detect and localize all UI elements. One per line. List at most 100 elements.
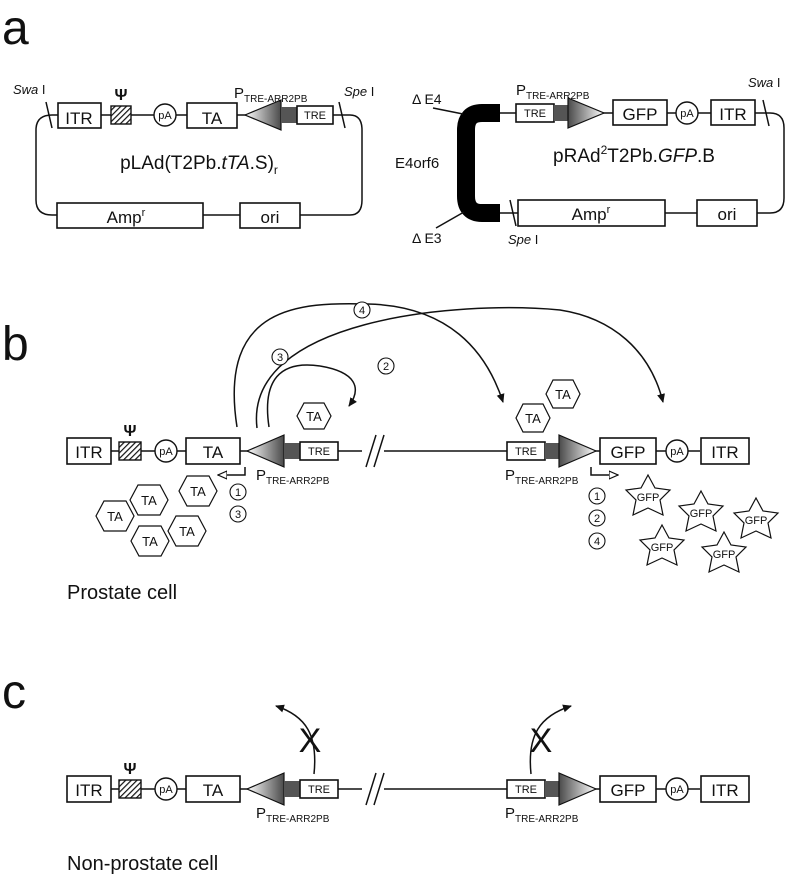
- tre-box: [299, 779, 339, 799]
- tre-box: [296, 105, 334, 125]
- itr-box: [700, 437, 750, 465]
- tre-box: [299, 441, 339, 461]
- ta-protein-label: TA: [555, 387, 571, 402]
- ori-box: [696, 199, 758, 227]
- step-number: 2: [594, 513, 600, 525]
- break-slash: [365, 772, 377, 806]
- psi-packaging-signal: [118, 779, 142, 799]
- gfp-protein-star: GFP: [732, 496, 780, 540]
- pa-label: pA: [159, 784, 173, 796]
- ta-protein-hexagon: TA: [178, 475, 218, 507]
- amp-resistance-box: [56, 202, 204, 229]
- pa-label: pA: [158, 110, 172, 122]
- gfp-protein-label: GFP: [690, 508, 713, 520]
- break-slash: [373, 434, 385, 468]
- promoter-core: [554, 105, 568, 121]
- right-plasmid-name: pRAd2T2Pb.GFP.B: [553, 143, 715, 167]
- delta-e3-label: Δ E3: [412, 230, 442, 246]
- pa-signal: [153, 103, 177, 127]
- gfp-protein-star: GFP: [624, 473, 672, 517]
- promoter-label: PTRE-ARR2PB: [516, 82, 590, 102]
- itr-label: ITR: [75, 781, 102, 800]
- step-badge-2: 2: [588, 509, 606, 527]
- panel-label-b: b: [2, 318, 29, 371]
- tre-label: TRE: [515, 784, 537, 796]
- step-number: 3: [277, 352, 283, 364]
- blocked-x-left: X: [299, 722, 322, 760]
- swa-site-label: Swa I: [13, 82, 46, 97]
- prostate-cell-label: Prostate cell: [67, 582, 177, 604]
- step-3-arc-head: [319, 365, 357, 407]
- left-plasmid-backbone-left: [35, 114, 58, 216]
- step-badge-3: 3: [271, 348, 289, 366]
- arr2pb-promoter-arrow: [245, 434, 285, 468]
- delta-e4-pointer: [432, 107, 464, 115]
- itr-label: ITR: [65, 109, 92, 128]
- ta-protein-hexagon: TA: [129, 484, 169, 516]
- ta-label: TA: [203, 443, 224, 462]
- ta-gene-box: [185, 437, 241, 465]
- promoter-core: [284, 443, 300, 459]
- step-3-arc: [266, 364, 321, 428]
- left-plasmid: ITR Ψ pA TA TRE PTRE-ARR2PB Swa I Spe I …: [13, 82, 374, 229]
- e4orf6-label: E4orf6: [395, 155, 439, 172]
- step-number: 1: [594, 491, 600, 503]
- promoter-label: PTRE-ARR2PB: [256, 467, 330, 487]
- swa-site-tick: [45, 101, 53, 129]
- panel-b-construct: ITR Ψ pA TA TRE PTRE-ARR2PB TRE PTRE-ARR…: [66, 301, 780, 604]
- ta-protein-hexagon: TA: [515, 403, 551, 433]
- spe-site-tick: [509, 199, 517, 227]
- step-number: 4: [594, 536, 600, 548]
- ori-box: [239, 202, 301, 229]
- itr-label: ITR: [719, 105, 746, 124]
- delta-e4-label: Δ E4: [412, 91, 442, 107]
- step-number: 2: [383, 361, 389, 373]
- promoter-core: [281, 107, 297, 123]
- ta-protein-label: TA: [142, 534, 158, 549]
- break-slash: [373, 772, 385, 806]
- swa-site-tick: [762, 99, 770, 127]
- tre-label: TRE: [515, 446, 537, 458]
- spe-site-tick: [338, 101, 346, 129]
- promoter-label: PTRE-ARR2PB: [505, 805, 579, 825]
- pa-signal: [154, 439, 178, 463]
- psi-packaging-signal: [110, 105, 132, 125]
- amp-resistance-box: [517, 199, 666, 227]
- promoter-core: [545, 443, 559, 459]
- pa-label: pA: [670, 446, 684, 458]
- gfp-protein-label: GFP: [651, 542, 674, 554]
- step-2-arc: [233, 302, 505, 428]
- promoter-label: PTRE-ARR2PB: [256, 805, 330, 825]
- panel-label-c: c: [2, 666, 26, 719]
- promoter-core: [284, 781, 300, 797]
- gfp-protein-star: GFP: [677, 489, 725, 533]
- itr-box: [710, 99, 756, 126]
- ori-label: ori: [718, 205, 737, 224]
- gfp-label: GFP: [623, 105, 658, 124]
- transcription-start-arrow-right: [590, 467, 618, 475]
- non-prostate-cell-label: Non-prostate cell: [67, 853, 218, 875]
- pa-signal: [675, 101, 699, 125]
- step-badge-3: 3: [229, 505, 247, 523]
- tre-label: TRE: [524, 108, 546, 120]
- psi-label: Ψ: [124, 761, 137, 778]
- right-plasmid-backbone-right: [769, 112, 785, 214]
- break-gap: [362, 778, 384, 800]
- gfp-protein-label: GFP: [713, 549, 736, 561]
- itr-box: [66, 437, 112, 465]
- arr2pb-promoter-arrow: [567, 97, 606, 129]
- break-slash: [365, 434, 377, 468]
- swa-site-label: Swa I: [748, 75, 781, 90]
- ta-protein-label: TA: [141, 493, 157, 508]
- pa-label: pA: [159, 446, 173, 458]
- psi-packaging-signal: [118, 441, 142, 461]
- pa-label: pA: [670, 784, 684, 796]
- ta-protein-label: TA: [525, 411, 541, 426]
- itr-label: ITR: [711, 443, 738, 462]
- gfp-gene-box: [612, 99, 668, 126]
- gfp-protein-label: GFP: [745, 515, 768, 527]
- left-plasmid-backbone-right: [345, 114, 363, 216]
- step-badge-4: 4: [353, 301, 371, 319]
- gfp-gene-box: [599, 437, 657, 465]
- ta-protein-hexagon: TA: [95, 500, 135, 532]
